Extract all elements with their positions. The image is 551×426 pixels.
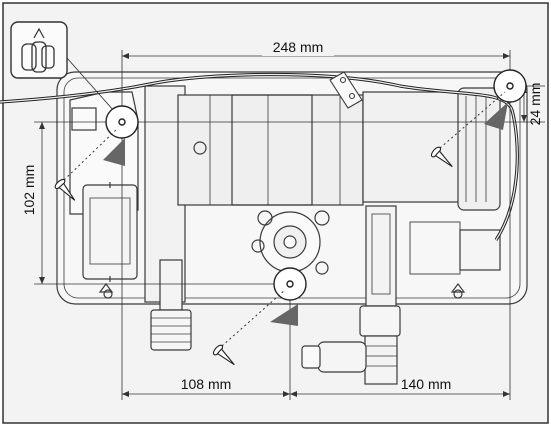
dim-label-left: 102 mm	[21, 165, 37, 216]
mounting-hole-bottom-center	[286, 280, 294, 288]
outlet-nut	[359, 305, 401, 337]
triangle-arrow-icon	[103, 138, 125, 166]
mounting-hole-top-right	[493, 69, 527, 103]
cable-clamp-screw-1	[339, 76, 347, 84]
flow-regulator	[251, 210, 330, 275]
screw-guide-bottom	[221, 289, 286, 347]
regulator-lug-lower-left	[251, 239, 265, 253]
grommet-part-2	[31, 41, 47, 73]
connector-block	[459, 229, 501, 271]
grommet-part-3	[41, 45, 55, 69]
arrowhead	[122, 391, 129, 397]
filter-module	[82, 184, 138, 280]
arrowhead	[521, 115, 527, 122]
chamber-bolt-left	[193, 141, 207, 155]
outlet-column-inner	[371, 213, 391, 295]
regulator-lug-lower-right	[315, 261, 329, 275]
mounting-hole-top-right-center	[506, 82, 514, 90]
arrowhead	[290, 391, 297, 397]
screw-icon	[54, 178, 76, 201]
regulator-center	[283, 235, 297, 249]
relief-valve-cap	[301, 345, 321, 369]
triangle-arrow-icon	[484, 102, 508, 130]
right-chamber	[362, 91, 464, 203]
filter-module-inner	[89, 197, 131, 265]
dim-label-right: 24 mm	[527, 83, 543, 126]
dim-label-bottom-right: 140 mm	[401, 376, 452, 392]
triangle-arrow-icon	[270, 304, 298, 326]
arrowhead	[39, 122, 45, 129]
insert-arrows	[103, 102, 508, 326]
outlet-column	[365, 205, 397, 307]
screw-guides	[63, 91, 506, 347]
cable-clamp-screw-2	[348, 92, 356, 100]
heating-chamber-center	[231, 94, 313, 206]
heating-chamber	[177, 94, 364, 206]
screw-shank	[434, 150, 453, 168]
dim-label-top: 248 mm	[273, 39, 324, 55]
ground-screw-right	[453, 289, 463, 299]
screw-icon	[430, 146, 453, 168]
water-heater-body	[56, 71, 528, 385]
screw-guide-right	[439, 91, 506, 149]
mounting-holes	[105, 69, 527, 301]
mounting-screws	[54, 146, 453, 366]
dim-label-bottom-left: 108 mm	[181, 376, 232, 392]
ground-screw-left	[103, 289, 113, 299]
mounting-hole-top-left-center	[118, 118, 126, 126]
screw-shank	[58, 182, 76, 201]
cable-clamp-body	[329, 71, 363, 109]
arrowhead	[503, 53, 510, 59]
callout-box	[10, 21, 68, 79]
power-cable	[0, 72, 519, 241]
right-element-housing	[457, 87, 501, 211]
arrowhead	[39, 277, 45, 284]
regulator-lug-right	[314, 210, 330, 226]
power-cable-highlight	[0, 73, 518, 241]
regulator-lug-left	[257, 210, 273, 226]
arrowhead	[503, 391, 510, 397]
pressure-relief-valve	[317, 341, 367, 373]
dim-label-top-bg	[262, 38, 334, 56]
arrowhead	[283, 391, 290, 397]
arrowhead	[122, 53, 129, 59]
inlet-fitting	[150, 309, 192, 351]
outlet-fitting	[364, 335, 398, 385]
screw-shank	[216, 348, 235, 366]
mount-foot-right	[450, 283, 466, 293]
callout-up-arrow-icon	[33, 27, 45, 39]
screw-icon	[212, 344, 235, 366]
terminal-box	[71, 107, 97, 131]
mounting-hole-top-left	[105, 105, 139, 139]
cable-clamp	[329, 71, 363, 109]
inlet-pipe	[159, 259, 183, 311]
grommet-part-1	[21, 43, 37, 71]
